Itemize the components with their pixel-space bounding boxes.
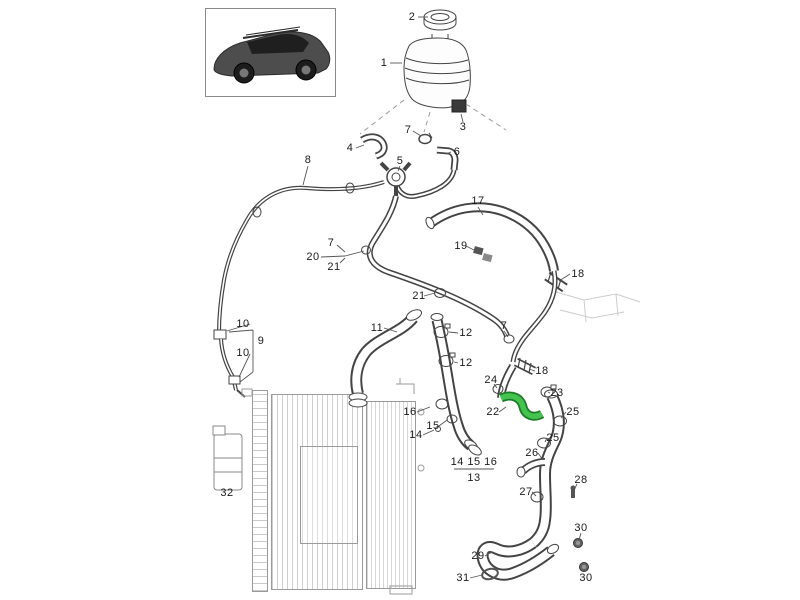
clamp-7-right (503, 334, 515, 344)
hose-9-10 (213, 329, 246, 398)
clamp-7-top (418, 133, 432, 145)
bolt-28 (571, 489, 575, 498)
radiator-side-tank (252, 390, 268, 592)
small-fittings (360, 132, 459, 199)
tank-cap (423, 9, 457, 31)
hose-29 (476, 537, 589, 581)
engine-outline-sketch (555, 291, 641, 323)
car-icon (213, 26, 331, 84)
bracket-16 (435, 398, 449, 410)
alignment-dashes (359, 99, 507, 135)
radiator-inner-frame (300, 446, 358, 544)
clamp-24 (492, 384, 504, 394)
expansion-tank-part (403, 9, 471, 113)
nut-30-upper (573, 538, 583, 548)
clamp-12-lower (438, 355, 454, 367)
hose-8 (217, 180, 385, 334)
clamp-15 (446, 414, 458, 424)
radiator-details (241, 378, 425, 595)
bracket-19 (473, 246, 493, 263)
leader-lines (226, 16, 586, 579)
seal-ring-31 (481, 567, 499, 581)
rigid-pipe (510, 270, 558, 363)
clamp-25-upper (553, 415, 567, 427)
nut-30-lower (579, 562, 589, 572)
hose-11 (348, 309, 422, 408)
clamp-23 (540, 386, 554, 398)
clamp-25-lower (537, 437, 551, 449)
level-sensor (451, 99, 467, 113)
vehicle-thumbnail (205, 8, 336, 97)
clamp-27 (530, 491, 544, 503)
coolant-bottle-32 (212, 425, 243, 491)
radiator-rear-core (366, 401, 416, 589)
hose-13 (430, 313, 482, 456)
hose-assembly-right (516, 384, 576, 548)
radiator-core (271, 394, 363, 590)
hose-17 (425, 202, 559, 272)
hose-22-highlighted (499, 391, 545, 421)
bolt-14 (435, 426, 441, 432)
hose-20-21 (361, 195, 515, 344)
clamp-12-upper (433, 326, 449, 338)
